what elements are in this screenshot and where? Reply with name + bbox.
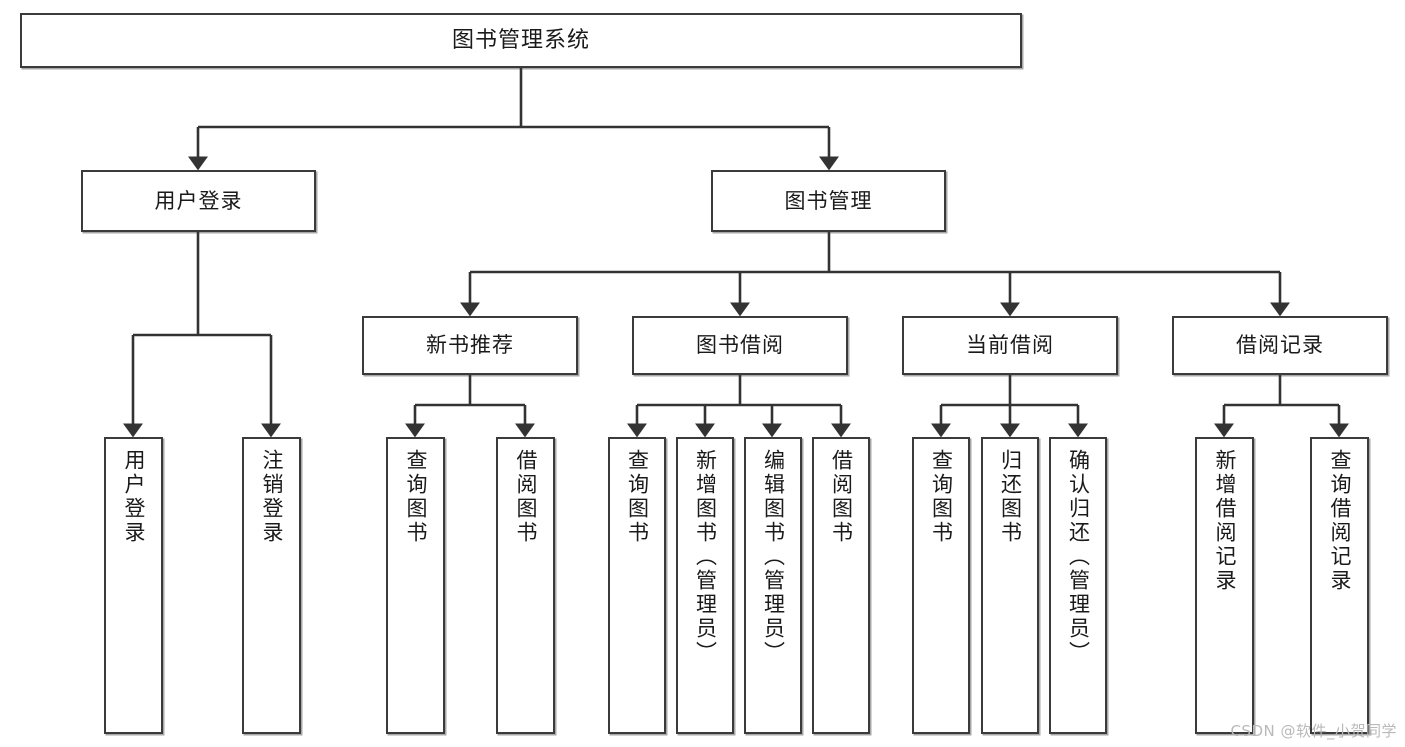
leaf-query-book-3-label: 查询图书 (929, 449, 954, 545)
node-book-manage-label: 图书管理 (784, 188, 873, 213)
node-new-book-recommend-label: 新书推荐 (426, 333, 514, 358)
leaf-user-login-label: 用户登录 (122, 449, 146, 545)
leaf-query-book-2-label: 查询图书 (625, 449, 650, 545)
leaf-query-book-1-label: 查询图书 (404, 449, 428, 545)
leaf-query-borrow-record-label: 查询借阅记录 (1328, 449, 1352, 593)
leaf-user-login[interactable]: 用户登录 (104, 437, 163, 734)
node-current-borrow-label: 当前借阅 (966, 333, 1054, 358)
node-user-login-label: 用户登录 (154, 188, 243, 213)
leaf-add-book-label: 新增图书（管理员） (693, 449, 718, 665)
leaf-query-book-1[interactable]: 查询图书 (386, 437, 445, 734)
leaf-logout-login-label: 注销登录 (260, 449, 284, 545)
node-user-login[interactable]: 用户登录 (81, 170, 316, 232)
leaf-query-book-2[interactable]: 查询图书 (608, 437, 666, 734)
node-current-borrow[interactable]: 当前借阅 (902, 316, 1118, 375)
leaf-borrow-book-1-label: 借阅图书 (514, 449, 538, 545)
leaf-borrow-book-1[interactable]: 借阅图书 (496, 437, 555, 734)
node-book-manage[interactable]: 图书管理 (711, 170, 946, 232)
leaf-confirm-return[interactable]: 确认归还（管理员） (1049, 437, 1107, 734)
leaf-confirm-return-label: 确认归还（管理员） (1066, 449, 1091, 665)
node-new-book-recommend[interactable]: 新书推荐 (362, 316, 578, 375)
leaf-return-book[interactable]: 归还图书 (981, 437, 1039, 734)
leaf-edit-book[interactable]: 编辑图书（管理员） (744, 437, 802, 734)
leaf-query-book-3[interactable]: 查询图书 (912, 437, 970, 734)
node-book-borrow[interactable]: 图书借阅 (632, 316, 848, 375)
node-book-borrow-label: 图书借阅 (696, 333, 784, 358)
leaf-return-book-label: 归还图书 (998, 449, 1023, 545)
node-root[interactable]: 图书管理系统 (20, 13, 1022, 68)
leaf-add-book[interactable]: 新增图书（管理员） (676, 437, 734, 734)
leaf-logout-login[interactable]: 注销登录 (242, 437, 301, 734)
node-borrow-record-label: 借阅记录 (1236, 333, 1324, 358)
leaf-borrow-book-2[interactable]: 借阅图书 (812, 437, 870, 734)
leaf-edit-book-label: 编辑图书（管理员） (761, 449, 786, 665)
leaf-query-borrow-record[interactable]: 查询借阅记录 (1310, 437, 1369, 734)
node-root-label: 图书管理系统 (451, 27, 590, 53)
leaf-add-borrow-record-label: 新增借阅记录 (1213, 449, 1237, 593)
leaf-add-borrow-record[interactable]: 新增借阅记录 (1195, 437, 1254, 734)
leaf-borrow-book-2-label: 借阅图书 (829, 449, 854, 545)
node-borrow-record[interactable]: 借阅记录 (1172, 316, 1388, 375)
